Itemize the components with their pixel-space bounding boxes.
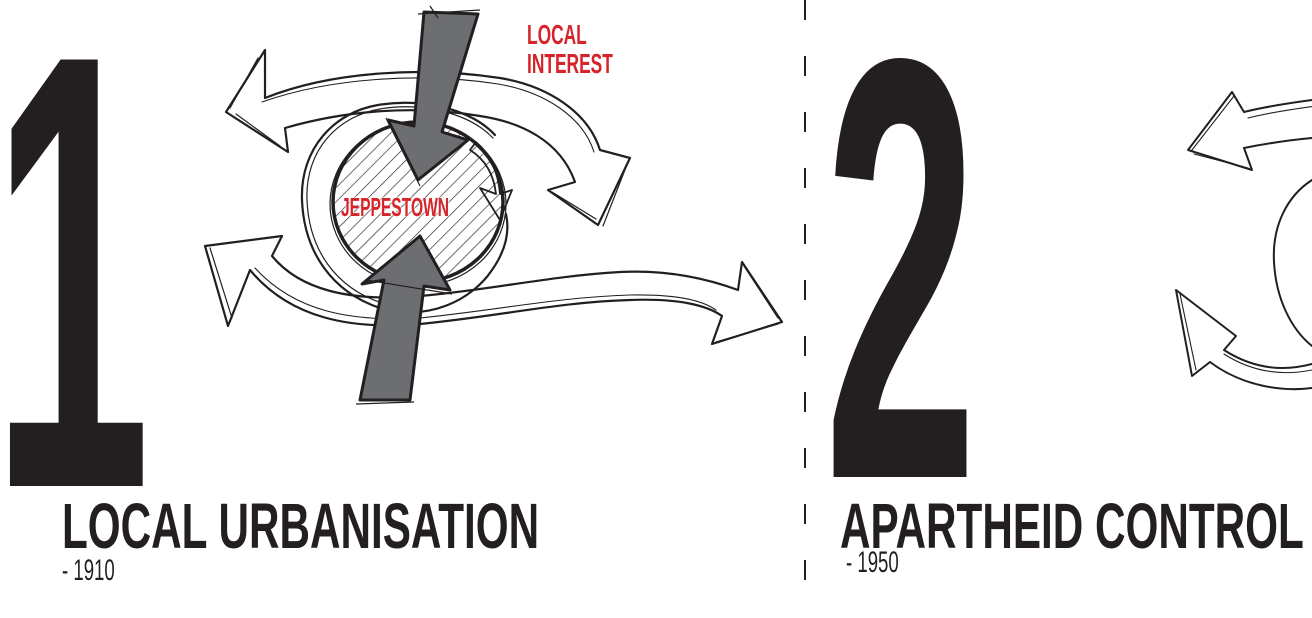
lower-flow-arrow: [205, 236, 782, 344]
jeppestown-sketch-diagram: [0, 0, 800, 480]
lower-flow-arrow-2: [1176, 290, 1312, 389]
circular-arrow-2: [1274, 180, 1312, 346]
stage-year-2: - 1950: [846, 548, 899, 578]
panel-local-urbanisation: 1: [0, 0, 800, 589]
stage-year-1: - 1910: [62, 556, 115, 586]
dashed-divider: [804, 0, 806, 589]
stage-title-2: APARTHEID CONTROL: [840, 494, 1304, 558]
panel-apartheid-control: 2 APARTHEID CONTROL - 1950: [812, 0, 1312, 589]
apartheid-sketch-diagram: [812, 0, 1312, 480]
jeppestown-label: JEPPESTOWN: [341, 194, 449, 221]
stage-title-1: LOCAL URBANISATION: [62, 494, 539, 558]
local-interest-line-2: INTEREST: [527, 49, 613, 78]
local-interest-line-1: LOCAL: [527, 20, 613, 49]
local-interest-label: LOCAL INTEREST: [527, 20, 613, 79]
